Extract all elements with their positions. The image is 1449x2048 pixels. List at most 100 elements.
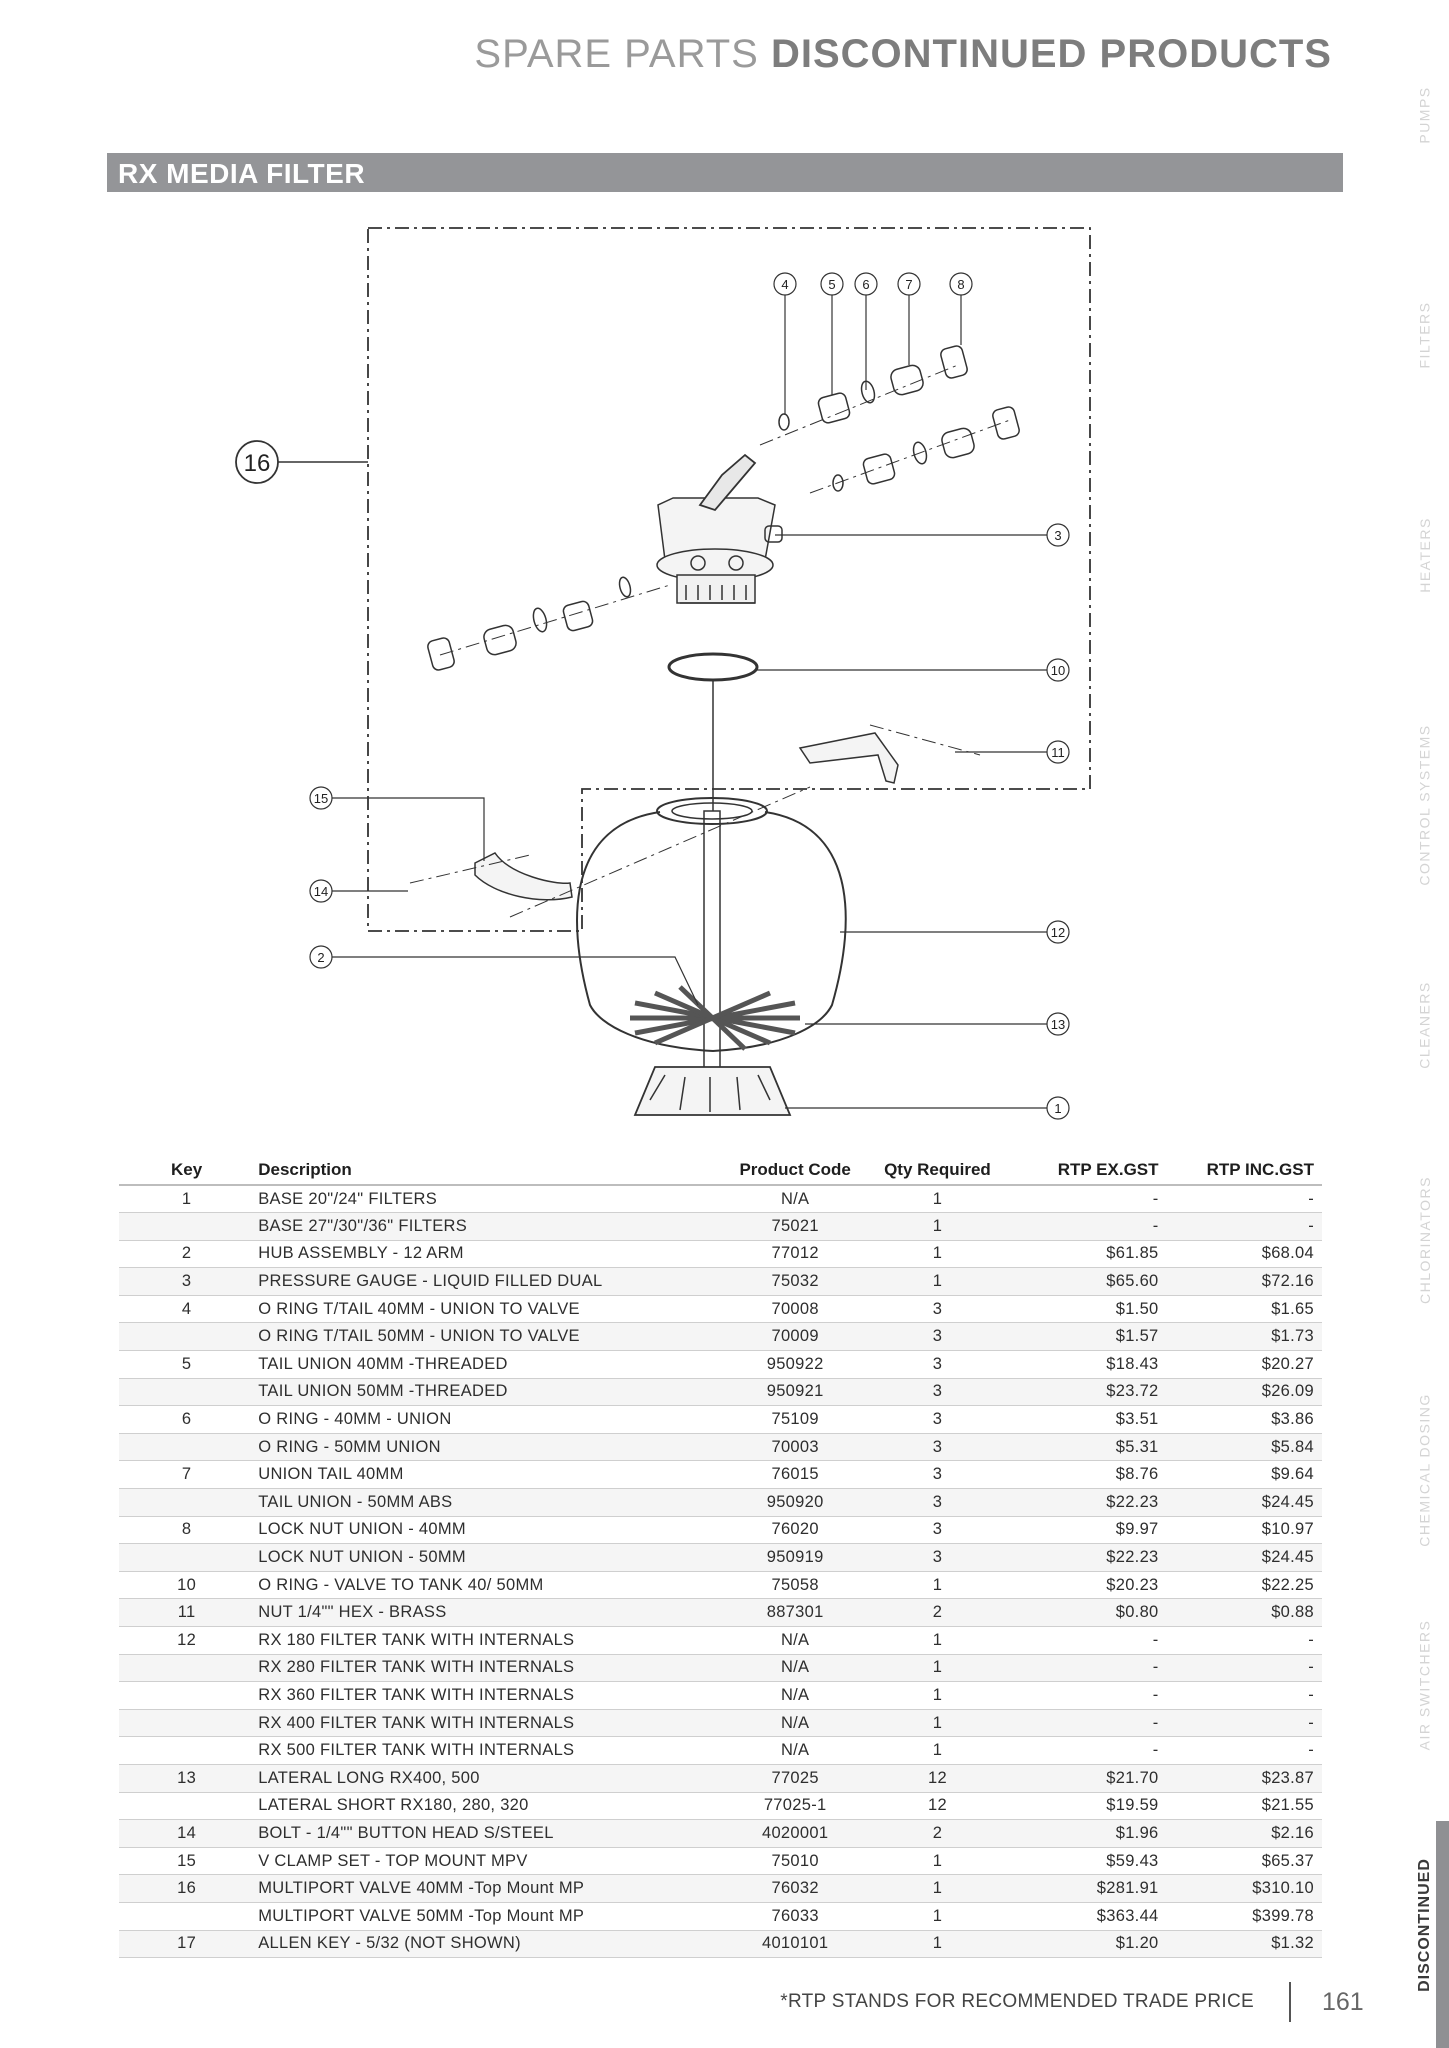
row-qty: 1 <box>861 1185 1014 1214</box>
row-key: 12 <box>119 1626 255 1655</box>
row-key: 5 <box>119 1350 255 1379</box>
side-nav-item-label: PUMPS <box>1416 86 1433 144</box>
row-key <box>119 1709 255 1738</box>
row-key <box>119 1736 255 1765</box>
row-key: 3 <box>119 1267 255 1296</box>
row-product-code: 75032 <box>728 1267 862 1296</box>
col-key-header: Key <box>119 1156 255 1186</box>
side-nav-item-filters[interactable]: FILTERS <box>1400 220 1449 450</box>
callout-8: 8 <box>957 277 964 292</box>
row-product-code: 70003 <box>728 1433 862 1462</box>
row-qty: 3 <box>861 1543 1014 1572</box>
row-price-inc-gst: - <box>1166 1654 1322 1683</box>
row-product-code: 950921 <box>728 1378 862 1407</box>
row-key <box>119 1212 255 1241</box>
row-price-inc-gst: $2.16 <box>1166 1819 1322 1848</box>
row-product-code: 76020 <box>728 1516 862 1545</box>
row-description: RX 280 FILTER TANK WITH INTERNALS <box>254 1654 729 1683</box>
row-price-ex-gst: $1.50 <box>1013 1295 1167 1324</box>
row-key: 13 <box>119 1764 255 1793</box>
callout-4: 4 <box>781 277 788 292</box>
row-qty: 3 <box>861 1322 1014 1352</box>
row-product-code: 75021 <box>728 1212 862 1241</box>
row-price-ex-gst: $281.91 <box>1013 1874 1167 1903</box>
row-qty: 2 <box>861 1819 1014 1848</box>
row-price-inc-gst: $65.37 <box>1166 1847 1322 1876</box>
row-price-inc-gst: - <box>1166 1185 1322 1214</box>
row-price-ex-gst: $1.96 <box>1013 1819 1167 1848</box>
row-product-code: 70008 <box>728 1295 862 1324</box>
row-price-inc-gst: $24.45 <box>1166 1488 1322 1517</box>
row-description: UNION TAIL 40MM <box>254 1460 729 1490</box>
row-product-code: 950922 <box>728 1350 862 1379</box>
row-key <box>119 1378 255 1407</box>
row-qty: 1 <box>861 1654 1014 1683</box>
parts-table: Key Description Product Code Qty Require… <box>119 1156 1322 1959</box>
row-description: O RING - 50MM UNION <box>254 1433 729 1462</box>
row-price-ex-gst: $59.43 <box>1013 1847 1167 1876</box>
row-product-code: 4010101 <box>728 1930 862 1959</box>
row-description: LATERAL SHORT RX180, 280, 320 <box>254 1792 729 1821</box>
callout-1: 1 <box>1054 1101 1061 1116</box>
side-nav-item-pumps[interactable]: PUMPS <box>1400 0 1449 230</box>
row-qty: 12 <box>861 1764 1014 1793</box>
row-product-code: 75058 <box>728 1571 862 1600</box>
row-key <box>119 1433 255 1462</box>
row-price-ex-gst: $22.23 <box>1013 1488 1167 1517</box>
row-qty: 1 <box>861 1847 1014 1876</box>
side-nav-item-control-systems[interactable]: CONTROL SYSTEMS <box>1400 660 1449 950</box>
row-product-code: 75010 <box>728 1847 862 1876</box>
row-description: BOLT - 1/4"" BUTTON HEAD S/STEEL <box>254 1819 729 1848</box>
col-code-header: Product Code <box>728 1156 862 1186</box>
row-qty: 1 <box>861 1267 1014 1296</box>
row-description: O RING - 40MM - UNION <box>254 1405 729 1434</box>
row-product-code: 950920 <box>728 1488 862 1517</box>
side-nav-item-cleaners[interactable]: CLEANERS <box>1400 910 1449 1140</box>
row-key <box>119 1543 255 1572</box>
row-description: LATERAL LONG RX400, 500 <box>254 1764 729 1793</box>
row-price-inc-gst: $10.97 <box>1166 1516 1322 1545</box>
row-qty: 1 <box>861 1709 1014 1738</box>
row-product-code: N/A <box>728 1654 862 1683</box>
row-description: LOCK NUT UNION - 40MM <box>254 1516 729 1545</box>
side-nav-item-chlorinators[interactable]: CHLORINATORS <box>1400 1125 1449 1355</box>
row-product-code: N/A <box>728 1185 862 1214</box>
side-nav-item-label: CHEMICAL DOSING <box>1416 1393 1433 1547</box>
row-price-ex-gst: $21.70 <box>1013 1764 1167 1793</box>
side-nav-item-heaters[interactable]: HEATERS <box>1400 440 1449 670</box>
row-price-ex-gst: - <box>1013 1626 1167 1655</box>
side-nav-item-label: CONTROL SYSTEMS <box>1416 724 1433 886</box>
row-key <box>119 1654 255 1683</box>
side-nav-item-label: AIR SWITCHERS <box>1416 1619 1433 1751</box>
side-nav-item-air-switchers[interactable]: AIR SWITCHERS <box>1400 1560 1449 1810</box>
row-price-inc-gst: $399.78 <box>1166 1902 1322 1931</box>
row-key <box>119 1681 255 1710</box>
row-price-inc-gst: $20.27 <box>1166 1350 1322 1379</box>
row-key: 11 <box>119 1598 255 1627</box>
row-qty: 3 <box>861 1460 1014 1490</box>
row-price-inc-gst: $24.45 <box>1166 1543 1322 1572</box>
row-description: NUT 1/4"" HEX - BRASS <box>254 1598 729 1627</box>
row-price-inc-gst: $1.65 <box>1166 1295 1322 1324</box>
row-qty: 12 <box>861 1792 1014 1821</box>
row-price-inc-gst: $1.73 <box>1166 1322 1322 1352</box>
row-price-inc-gst: $1.32 <box>1166 1930 1322 1959</box>
callout-6: 6 <box>862 277 869 292</box>
row-qty: 3 <box>861 1433 1014 1462</box>
row-price-ex-gst: $23.72 <box>1013 1378 1167 1407</box>
row-key <box>119 1322 255 1352</box>
row-price-ex-gst: $5.31 <box>1013 1433 1167 1462</box>
row-description: TAIL UNION 40MM -THREADED <box>254 1350 729 1379</box>
callout-5: 5 <box>828 277 835 292</box>
callout-16: 16 <box>244 450 271 477</box>
row-product-code: N/A <box>728 1626 862 1655</box>
row-price-inc-gst: $26.09 <box>1166 1378 1322 1407</box>
